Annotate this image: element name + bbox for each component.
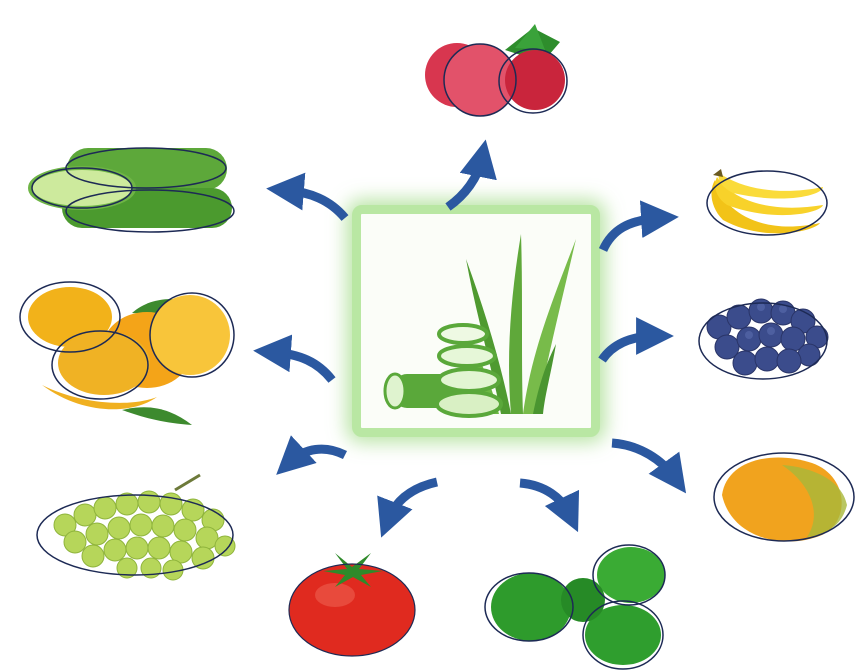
arrow-to-cucumber (285, 190, 345, 218)
arrow-to-papaya (612, 443, 675, 478)
arrow-to-banana (603, 218, 660, 250)
arrow-to-mango (272, 352, 332, 380)
arrow-to-lychee (448, 158, 482, 207)
arrow-to-bell-pepper (520, 483, 570, 515)
arrow-to-tomato (388, 482, 437, 520)
arrow-to-grapes (290, 449, 345, 462)
arrow-to-blueberries (602, 336, 655, 360)
